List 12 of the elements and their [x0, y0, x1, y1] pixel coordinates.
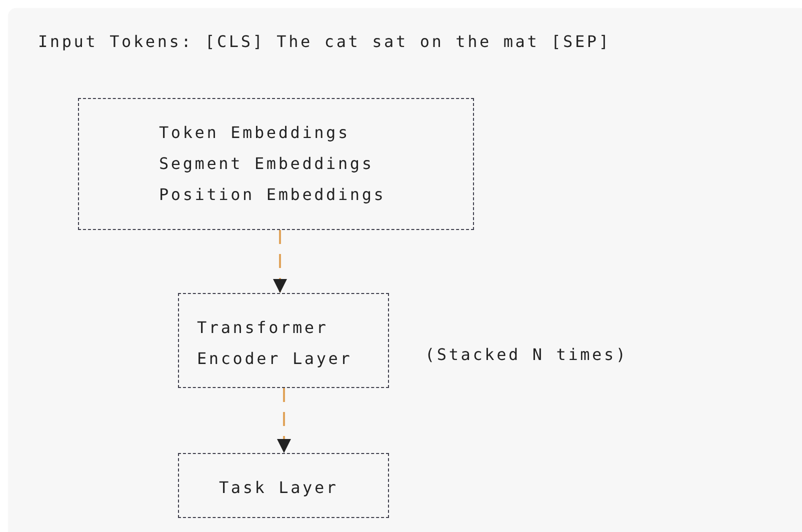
process-box: [178, 453, 389, 518]
node-label: Segment Embeddings: [159, 153, 375, 175]
arrow: [273, 230, 287, 293]
node-label: Position Embeddings: [159, 184, 387, 206]
node-label: Token Embeddings: [159, 122, 351, 144]
process-box: [178, 293, 389, 388]
node-label: Transformer Encoder Layer: [197, 317, 354, 370]
note-text: (Stacked N times): [425, 345, 628, 364]
node-label: Task Layer: [219, 477, 340, 499]
process-box: [78, 98, 474, 230]
input-tokens-text: Input Tokens: [CLS] The cat sat on the mat [SEP]: [38, 32, 611, 51]
arrow: [277, 388, 291, 453]
